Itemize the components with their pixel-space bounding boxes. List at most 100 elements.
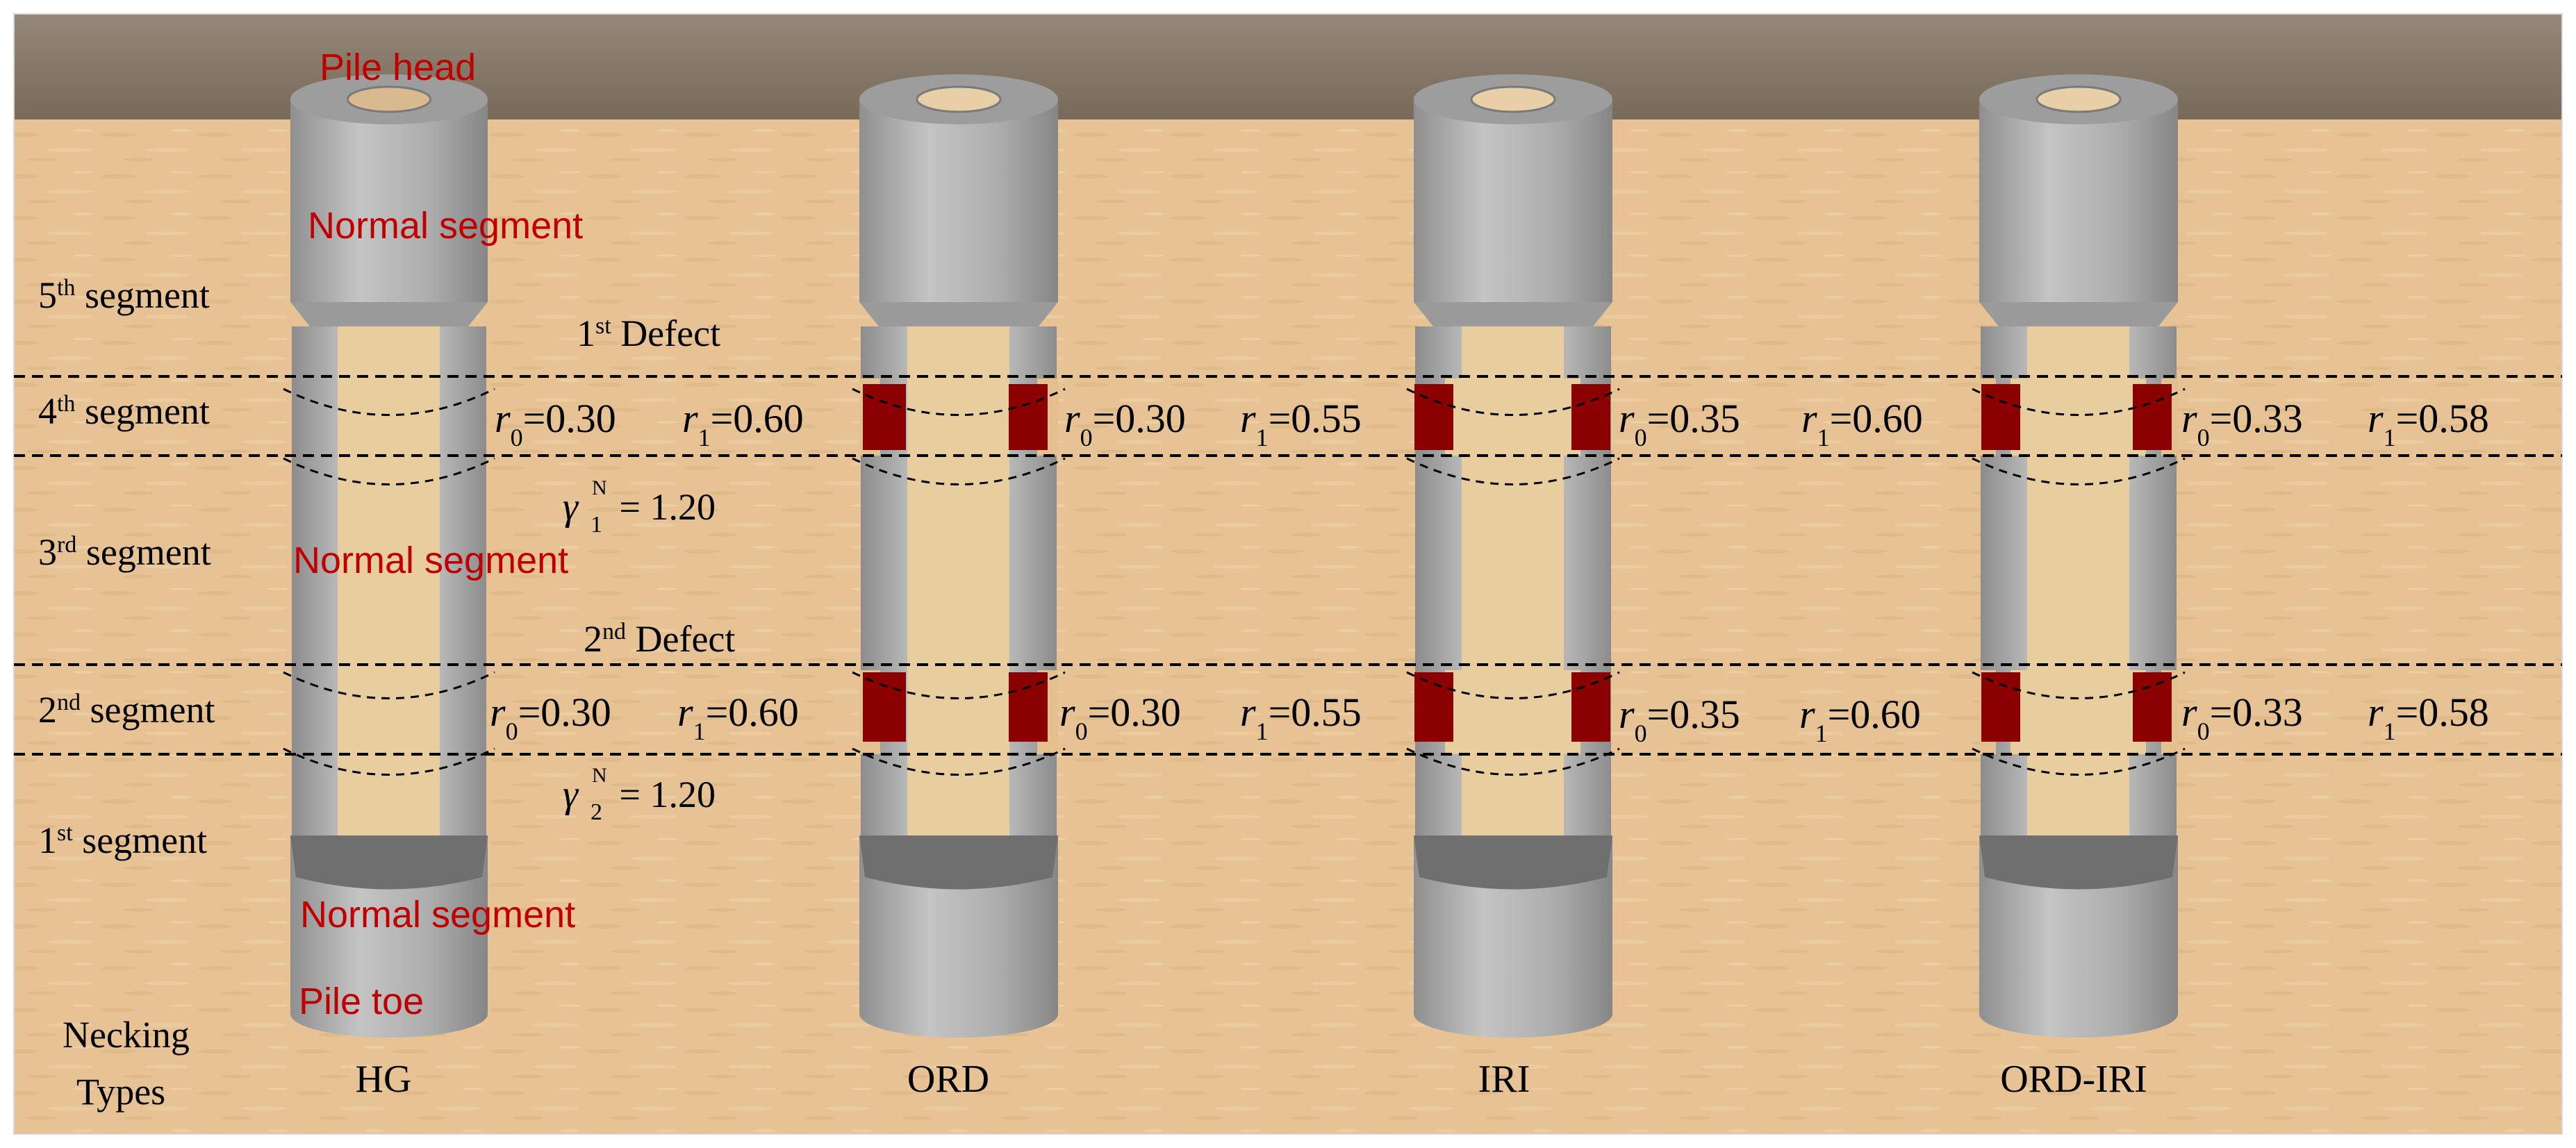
piles-layer [290,74,2178,1038]
pile-curves [283,388,2186,776]
pile-ord-toe-body [859,835,1058,1038]
pile-ord-toe-top [859,835,1058,890]
pile-iri-toe-top [1414,835,1612,890]
pile-ord-curve-1 [852,457,1066,485]
pile-toe-label: Pile toe [299,981,424,1022]
pile-iri-curve-0 [1406,388,1620,416]
pile-iri-curve-2 [1406,671,1620,699]
segment-3-label: 3rd segment [38,531,211,573]
pile-iri-defect-left-1 [1414,672,1453,742]
pile-ordiri-head-hole [2036,85,2122,113]
pile-hg-head-hole [346,85,432,113]
pile-ordiri-defect-left-0 [1981,384,2020,450]
pile-type-ord-iri: ORD-IRI [2000,1058,2147,1101]
pile-ord-shoulder [859,302,1058,326]
pile-hg-curve-3 [283,747,495,776]
pile-hg-shoulder [290,302,488,326]
pile-hg-right-wall [440,326,486,835]
pile-ord-defect-left-0 [863,384,906,450]
svg-text:r1=0.60: r1=0.60 [682,396,804,451]
pile-hg-left-wall [292,326,338,835]
hg-lower-r-labels: r0=0.30 r1=0.60 [490,690,799,745]
svg-text:r1=0.60: r1=0.60 [1801,396,1923,451]
pile-hg-toe-top [290,835,488,890]
svg-text:r0=0.33: r0=0.33 [2181,690,2303,745]
pile-iri-defect-right-1 [1571,672,1610,742]
pile-ordiri-defect-right-0 [2133,384,2172,450]
pile-iri-curve-3 [1406,747,1620,776]
pile-iri-cavity [1462,326,1564,835]
pile-ordiri-defect-left-1 [1981,672,2020,742]
pile-iri [1414,74,1612,1038]
pile-iri-head-hole [1470,85,1556,113]
segment-1-label: 1st segment [38,820,207,861]
pile-ord-defect-right-0 [1009,384,1048,450]
pile-hg-curve-0 [283,388,495,416]
pile-iri-toe-body [1414,835,1612,1038]
svg-text:r0=0.30: r0=0.30 [495,396,616,451]
pile-head-label: Pile head [320,47,476,88]
svg-text:r0=0.35: r0=0.35 [1619,692,1740,747]
defect-2-label: 2nd Defect [584,618,735,660]
svg-text:N: N [592,476,607,499]
svg-text:= 1.20: = 1.20 [610,486,716,528]
svg-text:r1=0.55: r1=0.55 [1240,690,1362,745]
segment-4-label: 4th segment [38,390,210,432]
pile-ordiri-toe-top [1979,835,2178,890]
pile-iri-head-body [1414,99,1612,302]
pile-ord-curve-2 [852,671,1066,699]
pile-ordiri-defect-right-1 [2133,672,2172,742]
pile-ordiri-toe-body [1979,835,2178,1038]
pile-iri-curve-1 [1406,457,1620,485]
hg-upper-r-labels: r0=0.30 r1=0.60 [495,396,804,451]
pile-ord-curve-3 [852,747,1066,776]
svg-text:r0=0.30: r0=0.30 [1064,396,1186,451]
svg-text:γ: γ [563,485,579,529]
segment-5-label: 5th segment [38,274,210,316]
pile-ord-defect-right-1 [1009,672,1048,742]
svg-text:r1=0.58: r1=0.58 [2368,690,2489,745]
normal-segment-top: Normal segment [308,205,583,247]
normal-segment-middle: Normal segment [293,540,568,581]
pile-hg-curve-2 [283,671,495,699]
pile-hg-head-body [290,99,488,302]
pile-iri-defect-right-0 [1571,384,1610,450]
iri-upper-r-labels: r0=0.35 r1=0.60 [1619,396,1923,451]
pile-hg-curve-1 [283,457,495,485]
segment-boundaries [14,375,2562,756]
pile-ordiri-curve-0 [1972,388,2186,416]
svg-text:r1=0.60: r1=0.60 [677,690,799,745]
svg-text:r0=0.30: r0=0.30 [490,690,611,745]
necking-label-line2: Types [76,1071,165,1113]
pile-ordiri-curve-3 [1972,747,2186,776]
ord-iri-lower-r-labels: r0=0.33 r1=0.58 [2181,690,2489,745]
pile-iri-defect-left-0 [1414,384,1453,450]
pile-ord-curve-0 [852,388,1066,416]
svg-text:r0=0.33: r0=0.33 [2181,396,2303,451]
pile-ord-head-hole [916,85,1002,113]
pile-ord-head-body [859,99,1058,302]
svg-text:2: 2 [591,799,602,825]
pile-type-ord: ORD [907,1058,989,1101]
pile-ordiri-curve-1 [1972,457,2186,485]
defect-1-label: 1st Defect [577,313,720,354]
svg-text:r0=0.35: r0=0.35 [1619,396,1740,451]
pile-type-hg: HG [356,1058,412,1101]
svg-text:= 1.20: = 1.20 [610,774,716,815]
normal-segment-bottom: Normal segment [300,894,575,935]
svg-text:N: N [592,764,607,787]
pile-ordiri-curve-2 [1972,671,2186,699]
svg-text:1: 1 [591,512,602,538]
pile-hg [290,74,488,1038]
pile-ordiri-cavity [2027,326,2129,835]
pile-hg-toe-body [290,835,488,1038]
ord-upper-r-labels: r0=0.30 r1=0.55 [1064,396,1362,451]
pile-ordiri-shoulder [1979,302,2178,326]
ord-iri-upper-r-labels: r0=0.33 r1=0.58 [2181,396,2489,451]
svg-text:γ: γ [563,773,579,816]
necking-label-line1: Necking [63,1014,190,1056]
pile-ord [859,74,1058,1038]
svg-text:r1=0.55: r1=0.55 [1240,396,1362,451]
frame [13,13,2563,1135]
